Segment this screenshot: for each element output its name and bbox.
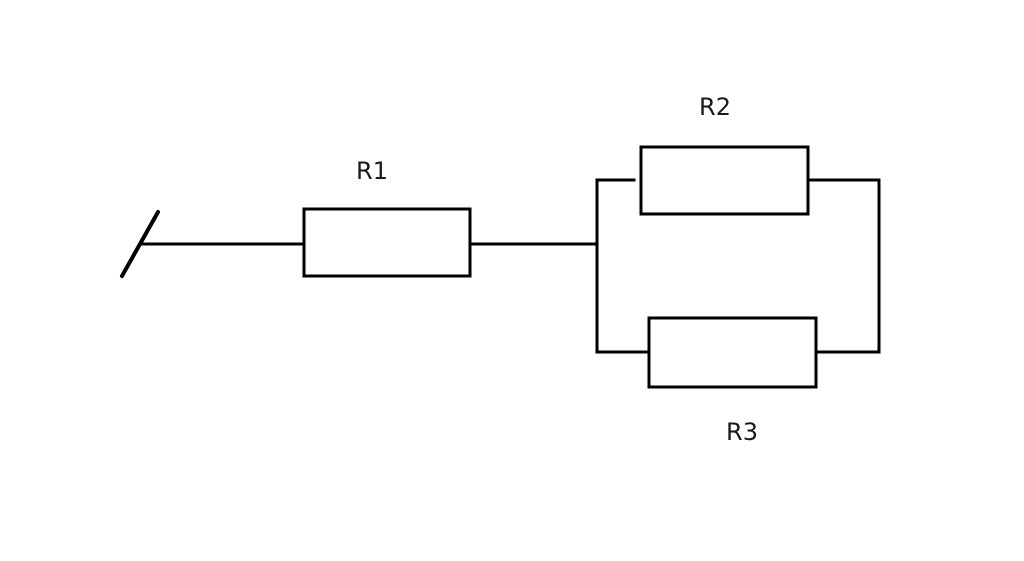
label-r2: R2 (699, 93, 731, 121)
label-r1: R1 (356, 157, 388, 185)
resistor-r1 (302, 207, 472, 278)
label-r3: R3 (726, 418, 758, 446)
resistor-r2 (639, 145, 810, 216)
resistor-r3 (647, 316, 818, 389)
